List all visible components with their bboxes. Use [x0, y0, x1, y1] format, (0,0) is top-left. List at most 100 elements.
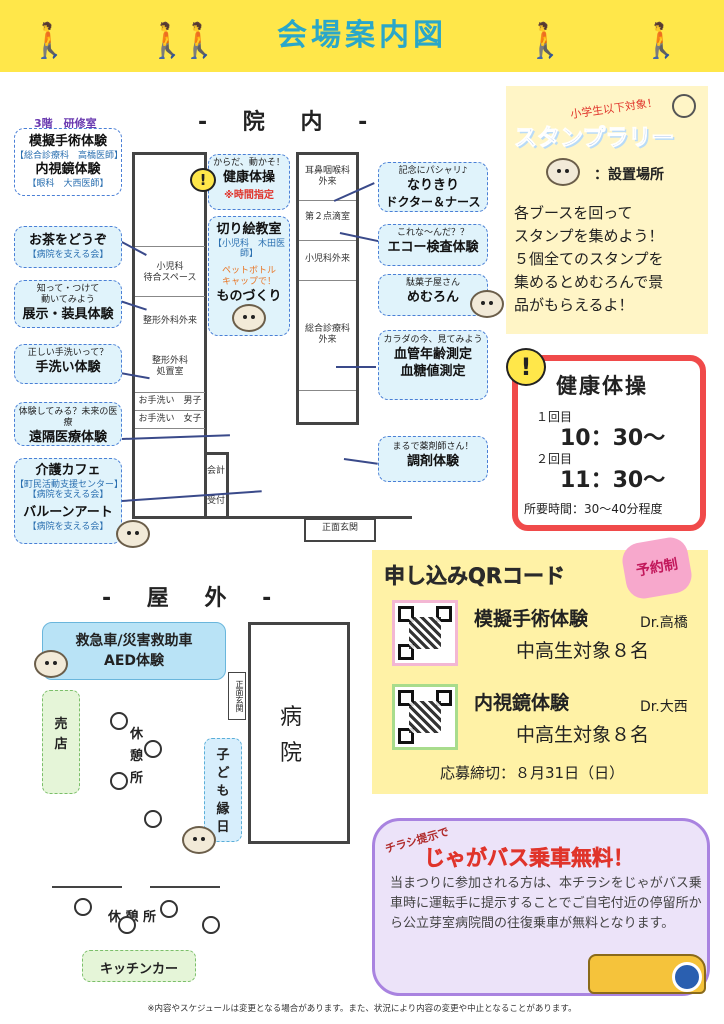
page-title: 会場案内図 [277, 18, 447, 53]
wall [150, 886, 220, 888]
wall [132, 152, 206, 155]
booth-enkaku-caption: 体験してみる？未来の医療 [18, 407, 118, 428]
health-title: 健康体操 [556, 374, 648, 398]
room-pediatric-waiting: 小児科 待合スペース [143, 262, 197, 284]
booth-mogi-name: 模擬手術体験 [28, 134, 107, 149]
room-divider [135, 246, 205, 247]
booth-kids-fair: 子 ど も 縁 日 [204, 738, 242, 842]
booth-kaigo-org: 【町民活動支援センター】 [15, 479, 124, 490]
stamp-seal-icon [182, 826, 216, 854]
table-icon [144, 810, 162, 828]
booth-chozai-name: 調剤体験 [406, 453, 459, 469]
booth-kirie-name: 切り絵教室 [216, 222, 282, 237]
leader-line [336, 366, 376, 368]
wall [132, 516, 412, 519]
qr-event2-doctor: Dr.大西 [640, 699, 688, 715]
qr-code-endoscope[interactable] [392, 684, 458, 750]
stamp-seal-icon [116, 520, 150, 548]
booth-memuron-caption: 駄菓子屋さん [405, 278, 460, 288]
wall [226, 452, 229, 518]
header-banner [0, 0, 724, 72]
stamp-icon [672, 94, 696, 118]
booth-echo-name: エコー検査体験 [387, 239, 479, 255]
booth-kekkan-name: 血管年齢測定 [393, 346, 472, 362]
room-divider [299, 240, 356, 241]
stamp-seal-icon [232, 304, 266, 332]
floor3-label: 3階 研修室 [34, 117, 97, 130]
bus-description: 当まつりに参加される方は、本チラシをじゃがバス乗車時に運転手に提示することでご自… [390, 876, 702, 931]
outdoor-section-title: - 屋 外 - [102, 586, 286, 611]
food-truck: キッチンカー [82, 950, 196, 982]
room-cashier: 会計 [206, 466, 225, 476]
booth-balloon-name: バルーンアート [23, 505, 113, 521]
health-exercise-panel [512, 355, 706, 531]
qr-code-surgery[interactable] [392, 600, 458, 666]
table-icon [110, 712, 128, 730]
table-icon [144, 740, 162, 758]
booth-naishi-doctor: 【眼科 大西医師】 [27, 178, 109, 189]
room-ortho-treatment: 整形外科 処置室 [151, 356, 188, 378]
footer-note: ※内容やスケジュールは変更となる場合があります。また、状況により内容の変更や中止… [147, 1004, 577, 1014]
stamp-seal-icon [546, 158, 580, 186]
main-entrance-outdoor: 正面玄関 [228, 672, 246, 720]
bus-panel [372, 818, 710, 996]
person-walking-icon: 🚶 [524, 21, 567, 61]
hospital-label: 病 院 [280, 705, 303, 766]
alert-icon: ! [190, 168, 216, 192]
booth-naishi-name: 内視鏡体験 [35, 162, 101, 178]
stamp-rally-panel [506, 86, 708, 334]
qr-event1-name: 模擬手術体験 [474, 608, 589, 630]
wall [132, 152, 135, 518]
booth-floor3: 模擬手術体験 【総合診療科 高橋医師】 内視鏡体験 【眼科 大西医師】 [14, 128, 123, 196]
qr-event2-name: 内視鏡体験 [474, 692, 570, 714]
health-duration: 所要時間：30～40分程度 [524, 502, 663, 516]
booth-kettoh-name: 血糖値測定 [400, 364, 466, 380]
room-ent: 耳鼻咽喉科 外来 [304, 166, 350, 188]
leader-line [121, 434, 230, 440]
booth-enkaku: 体験してみる？未来の医療 遠隔医療体験 [14, 402, 122, 446]
room-divider [135, 410, 205, 411]
booth-kaigo: 介護カフェ 【町民活動支援センター】 【病院を支える会】 バルーンアート 【病院… [14, 458, 124, 544]
indoor-section-title: - 院 内 - [198, 110, 382, 135]
booth-ocha-org: 【病院を支える会】 [27, 249, 109, 260]
wall [356, 152, 359, 424]
person-walking-icon: 🚶 [28, 21, 71, 61]
booth-monodukuri-caption2: キャップで！ [221, 276, 276, 287]
room-restroom-men: お手洗い 男子 [138, 396, 202, 406]
wall [296, 422, 359, 425]
leader-line [343, 458, 378, 465]
room-divider [299, 280, 356, 281]
qr-event2-target: 中高生対象８名 [516, 724, 650, 746]
booth-balloon-org: 【病院を支える会】 [27, 521, 109, 532]
hospital-building [248, 622, 350, 844]
booth-echo: これな～んだ？？ エコー検査体験 [378, 224, 488, 266]
stamp-description: 各ブースを回って スタンプを集めよう！ ５個全てのスタンプを 集めるとめむろんで… [514, 204, 664, 314]
room-divider [135, 296, 205, 297]
wall [206, 452, 228, 455]
booth-ocha: お茶をどうぞ 【病院を支える会】 [14, 226, 122, 268]
health-round1-label: １回目 [536, 410, 573, 424]
booth-kirie-doctor: 【小児科 木田医師】 [212, 238, 285, 260]
room-pediatrics: 小児科外来 [304, 254, 350, 264]
room-restroom-women: お手洗い 女子 [138, 414, 202, 424]
stamp-seal-icon [470, 290, 504, 318]
health-round2-label: ２回目 [536, 452, 573, 466]
person-walking-icon: 🚶 [178, 21, 221, 61]
wall [204, 152, 207, 518]
booth-ocha-name: お茶をどうぞ [28, 233, 107, 248]
person-walking-icon: 🚶 [146, 21, 189, 61]
table-icon [160, 900, 178, 918]
booth-tearai: 正しい手洗いって？ 手洗い体験 [14, 344, 122, 384]
room-infusion: 第２点滴室 [304, 212, 350, 222]
table-icon [110, 772, 128, 790]
room-reception: 受付 [206, 496, 225, 506]
health-round2-time: 11：30～ [560, 468, 666, 493]
stamp-title: スタンプラリー [513, 125, 675, 152]
qr-deadline: 応募締切：８月31日（日） [440, 764, 625, 782]
room-divider [299, 200, 356, 201]
booth-kaigo-name: 介護カフェ [35, 463, 101, 478]
rest-area-1: 休 憩 所 [130, 727, 144, 786]
booth-kekkan-caption: カラダの今、見てみよう [383, 335, 483, 345]
room-divider [299, 390, 356, 391]
health-round1-time: 10：30～ [560, 426, 666, 451]
